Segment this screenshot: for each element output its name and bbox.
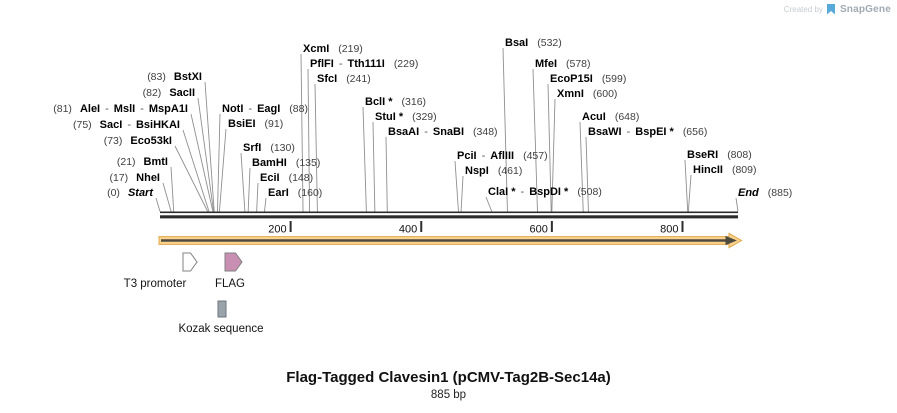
site-label-eari: EarI(160) bbox=[268, 187, 322, 199]
site-label-eco53ki: (73)Eco53kI bbox=[104, 135, 172, 147]
map-title: Flag-Tagged Clavesin1 (pCMV-Tag2B-Sec14a… bbox=[286, 369, 611, 386]
axis-tick-label: 600 bbox=[530, 224, 548, 236]
feature-flag-glyph bbox=[224, 252, 243, 272]
site-leader-ecii bbox=[256, 182, 259, 212]
site-leader-eari bbox=[264, 197, 267, 212]
site-label-end: End(885) bbox=[738, 187, 792, 199]
site-label-srfi: SrfI(130) bbox=[243, 142, 295, 154]
site-label-alei-msli-mspa1i: (81)AleI-MslI-MspA1I bbox=[53, 103, 188, 115]
site-leader-bsaai-snabi bbox=[385, 136, 388, 212]
site-label-bsawi-bspei-: BsaWI-BspEI *(656) bbox=[588, 126, 707, 138]
site-label-bstxi: (83)BstXI bbox=[147, 71, 202, 83]
site-label-sfci: SfcI(241) bbox=[317, 73, 371, 85]
axis-tick bbox=[550, 221, 553, 232]
site-label-clai-bspdi-: ClaI *-BspDI *(508) bbox=[488, 186, 602, 198]
site-leader-bstxi bbox=[204, 81, 215, 212]
site-label-bamhi: BamHI(135) bbox=[252, 157, 320, 169]
site-leader-clai-bspdi- bbox=[485, 196, 493, 212]
site-label-mfei: MfeI(578) bbox=[535, 58, 591, 70]
site-leader-bcli- bbox=[362, 106, 367, 212]
site-leader-ecop15i bbox=[547, 83, 552, 212]
axis-tick-label: 400 bbox=[399, 224, 417, 236]
site-leader-sfci bbox=[314, 83, 318, 212]
site-leader-nhei bbox=[162, 182, 172, 212]
site-label-bsaai-snabi: BsaAI-SnaBI(348) bbox=[388, 126, 498, 138]
site-leader-bamhi bbox=[247, 167, 251, 212]
site-label-xmni: XmnI(600) bbox=[557, 88, 617, 100]
site-label-saci-bsihkai: (75)SacI-BsiHKAI bbox=[73, 119, 180, 131]
feature-t3-promoter-label: T3 promoter bbox=[124, 278, 187, 290]
site-label-bseri: BseRI(808) bbox=[687, 149, 752, 161]
site-leader-xmni bbox=[551, 98, 556, 212]
linear-map-svg: 200 400 600 800 (0)Start (17)NheI (21)BmtI (73)… bbox=[53, 37, 792, 335]
site-leader-pflfi-tth111i bbox=[307, 68, 311, 212]
site-leader-nspi bbox=[460, 175, 464, 212]
map-length-subtitle: 885 bp bbox=[430, 389, 467, 401]
title-block: Flag-Tagged Clavesin1 (pCMV-Tag2B-Sec14a… bbox=[0, 369, 897, 401]
site-leader-bmti bbox=[170, 166, 175, 212]
axis-tick bbox=[289, 221, 292, 232]
site-leader-mfei bbox=[532, 68, 538, 212]
site-label-nhei: (17)NheI bbox=[109, 172, 160, 184]
site-label-stui-: StuI *(329) bbox=[375, 111, 437, 123]
site-leader-pcii-afliii bbox=[454, 160, 459, 212]
site-leader-bseri bbox=[684, 159, 689, 212]
site-leader-saci-bsihkai bbox=[182, 129, 210, 212]
site-leader-eco53ki bbox=[174, 145, 209, 212]
site-label-sacii: (82)SacII bbox=[143, 87, 195, 99]
site-leader-xcmi bbox=[300, 53, 304, 212]
axis-tick bbox=[420, 221, 423, 232]
site-label-noti-eagi: NotI-EagI(88) bbox=[222, 103, 308, 115]
site-label-bcli-: BclI *(316) bbox=[365, 96, 426, 108]
site-label-bsiei: BsiEI(91) bbox=[228, 118, 283, 130]
site-label-pflfi-tth111i: PflFI-Tth111I(229) bbox=[310, 58, 418, 70]
site-leader-bsiei bbox=[218, 128, 227, 212]
dna-strand-bottom bbox=[160, 215, 738, 219]
site-leader-end bbox=[735, 197, 739, 212]
site-label-nspi: NspI(461) bbox=[465, 165, 522, 177]
feature-kozak-sequence-glyph bbox=[217, 300, 227, 318]
snapgene-watermark: Created by SnapGene bbox=[784, 4, 891, 15]
axis-tick bbox=[681, 221, 684, 232]
site-label-start: (0)Start bbox=[107, 187, 154, 199]
feature-t3-promoter-glyph bbox=[182, 252, 198, 272]
site-label-acui: AcuI(648) bbox=[582, 111, 639, 123]
watermark-prefix: Created by bbox=[783, 5, 823, 14]
site-leader-noti-eagi bbox=[217, 113, 221, 212]
site-leader-sacii bbox=[197, 97, 215, 212]
site-label-ecop15i: EcoP15I(599) bbox=[550, 73, 626, 85]
site-label-xcmi: XcmI(219) bbox=[303, 43, 363, 55]
site-label-bsai: BsaI(532) bbox=[505, 37, 562, 49]
watermark-brand: SnapGene bbox=[839, 4, 891, 15]
feature-flag-label: FLAG bbox=[215, 278, 245, 290]
site-leader-srfi bbox=[240, 152, 246, 212]
site-leader-bsai bbox=[502, 47, 508, 212]
site-leader-hincii bbox=[687, 174, 692, 212]
feature-kozak-sequence-label: Kozak sequence bbox=[178, 323, 263, 335]
site-label-pcii-afliii: PciI-AflIII(457) bbox=[457, 150, 548, 162]
dna-strand-top bbox=[160, 211, 738, 214]
site-label-ecii: EciI(148) bbox=[260, 172, 313, 184]
site-leader-acui bbox=[579, 121, 584, 212]
site-leader-start bbox=[155, 197, 161, 212]
axis-tick-label: 200 bbox=[268, 224, 286, 236]
site-leader-alei-msli-mspa1i bbox=[190, 113, 214, 212]
site-leader-bsawi-bspei- bbox=[585, 136, 589, 212]
site-leader-stui- bbox=[372, 121, 376, 212]
orf-arrowhead bbox=[725, 235, 737, 246]
snapgene-logo-icon bbox=[826, 4, 835, 15]
site-label-bmti: (21)BmtI bbox=[117, 156, 168, 168]
site-label-hincii: HincII(809) bbox=[693, 164, 756, 176]
axis-tick-label: 800 bbox=[660, 224, 678, 236]
